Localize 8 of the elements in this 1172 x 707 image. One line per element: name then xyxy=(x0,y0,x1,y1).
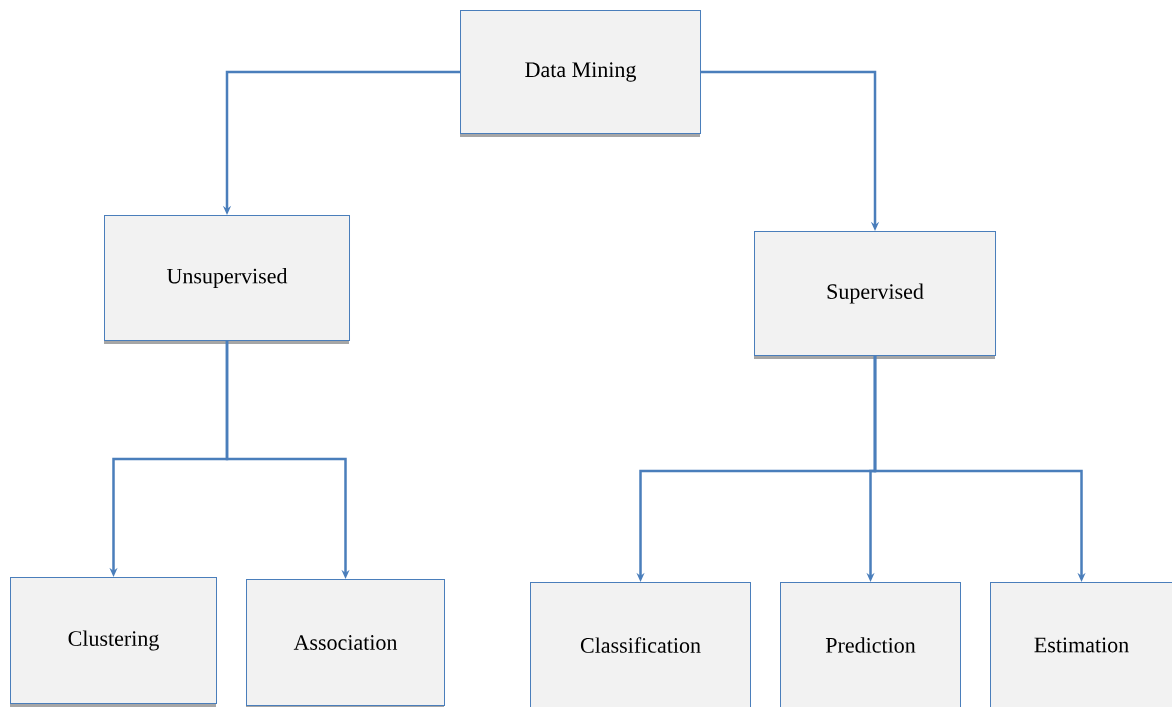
process-box: Association xyxy=(246,579,445,707)
process-box: Unsupervised xyxy=(104,215,350,344)
process-box: Estimation xyxy=(990,582,1172,707)
process-box: Clustering xyxy=(10,577,217,707)
process-box: Prediction xyxy=(780,582,961,707)
process-box: Classification xyxy=(530,582,751,707)
process-box: Data Mining xyxy=(460,10,701,137)
process-box: Supervised xyxy=(754,231,996,359)
